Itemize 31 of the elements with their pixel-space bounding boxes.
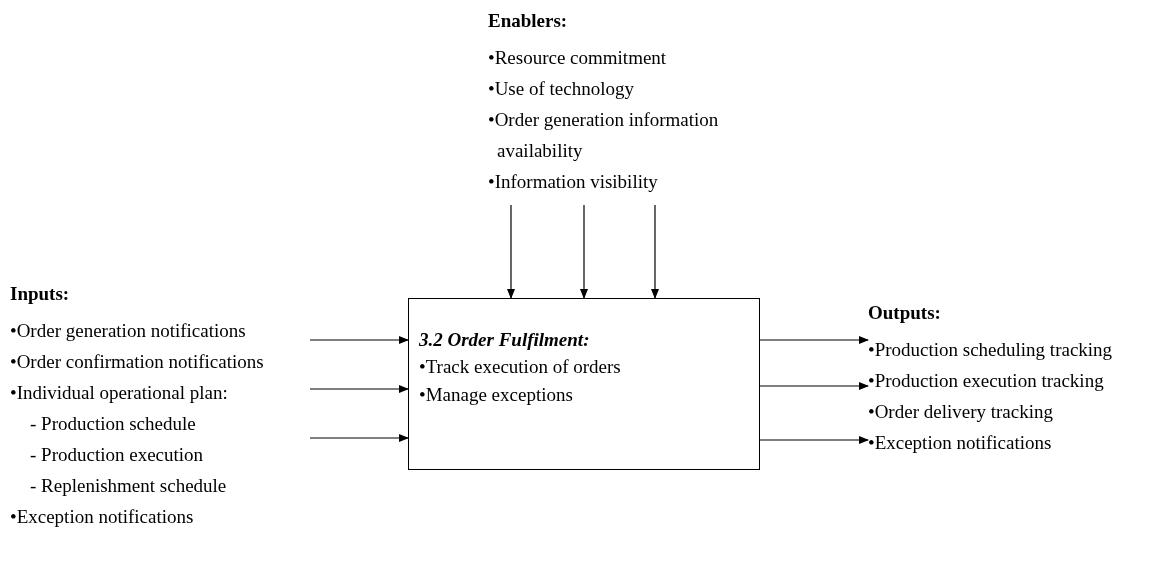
list-item: •Individual operational plan: (10, 381, 229, 405)
list-item: •Order delivery tracking (868, 400, 1054, 424)
list-item: •Manage exceptions (419, 383, 574, 407)
heading: Inputs: (10, 282, 71, 306)
list-item: •Exception notifications (868, 431, 1053, 455)
list-item: •Use of technology (488, 77, 635, 101)
process-box (408, 298, 760, 470)
arrow (507, 204, 515, 299)
arrow (759, 382, 869, 390)
heading: 3.2 Order Fulfilment: (419, 328, 591, 352)
heading: Outputs: (868, 301, 942, 325)
arrow (759, 336, 869, 344)
list-item: •Track execution of orders (419, 355, 622, 379)
list-item: - Production execution (29, 443, 205, 467)
heading: Enablers: (488, 9, 569, 33)
list-item: •Order confirmation notifications (10, 350, 265, 374)
arrow (759, 436, 869, 444)
list-item: •Order generation information availability (488, 108, 720, 163)
list-item: •Production execution tracking (868, 369, 1105, 393)
arrow (651, 204, 659, 299)
list-item: •Production scheduling tracking (868, 338, 1114, 362)
list-item: •Order generation notifications (10, 319, 247, 343)
list-item: •Resource commitment (488, 46, 668, 70)
arrow (309, 336, 409, 344)
list-item: - Replenishment schedule (29, 474, 228, 498)
list-item: - Production schedule (29, 412, 197, 436)
arrow (580, 204, 588, 299)
arrow (309, 385, 409, 393)
arrow (309, 434, 409, 442)
list-item: •Information visibility (488, 170, 659, 194)
list-item: •Exception notifications (10, 505, 195, 529)
